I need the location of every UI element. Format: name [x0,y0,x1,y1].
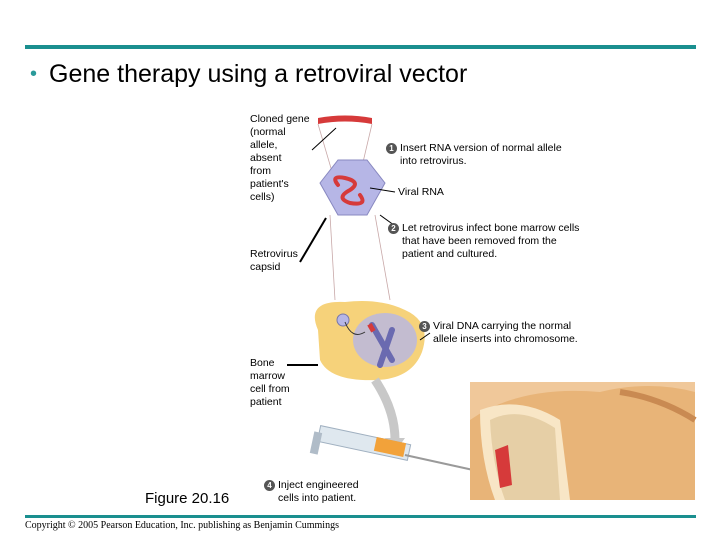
step-2-number: 2 [388,223,399,234]
label-retrovirus-capsid: Retrovirus capsid [250,248,298,273]
figure-label: Figure 20.16 [145,490,230,507]
cloned-gene-rna-top [318,115,372,124]
slide-title: • Gene therapy using a retroviral vector [30,60,467,89]
top-rule [25,45,696,49]
viral-rna-coil [333,175,365,206]
step-1-number: 1 [386,143,397,154]
step-3: 3 Viral DNA carrying the normal allele i… [419,320,619,350]
step-4: 4 Inject engineered cells into patient. [264,479,384,509]
pointer-step3 [419,332,431,341]
infection-arrow [344,321,366,335]
bullet-icon: • [30,63,38,85]
pointer-cloned-gene [311,127,337,151]
inserted-allele-mark [367,323,376,333]
copyright-notice: Copyright © 2005 Pearson Education, Inc.… [25,520,339,531]
step-3-number: 3 [419,321,430,332]
bottom-rule [25,515,696,518]
step-1: 1 Insert RNA version of normal allele in… [386,142,586,172]
transfer-arrow [371,377,400,441]
bone-illustration [470,382,697,500]
label-viral-rna: Viral RNA [398,186,444,198]
label-bone-marrow-cell: Bone marrow cell from patient [250,357,290,408]
retrovirus-in-cell [336,313,350,327]
step-4-number: 4 [264,480,275,491]
pointer-viral-rna [369,187,396,193]
chromosome-left [369,322,395,363]
pointer-capsid [299,217,327,263]
label-cloned-gene: Cloned gene (normal allele, absent from … [250,113,310,203]
step-2: 2 Let retrovirus infect bone marrow cell… [388,222,598,264]
chromosome-right [377,327,395,368]
funnel-lines-lower [329,214,391,301]
title-text: Gene therapy using a retroviral vector [49,60,468,88]
